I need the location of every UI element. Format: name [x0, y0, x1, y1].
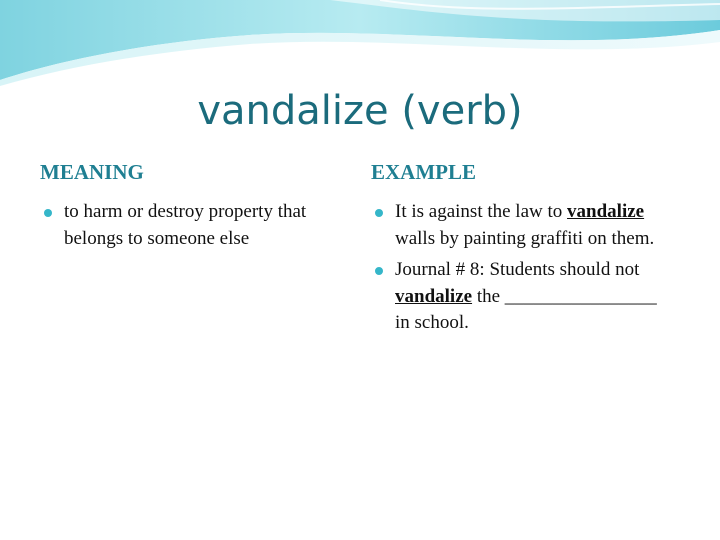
header-wave-decoration [0, 0, 720, 86]
example-heading: EXAMPLE [371, 160, 476, 184]
example-text-after: walls by painting graffiti on them. [395, 227, 655, 249]
example-item: Journal # 8: Students should not vandali… [375, 257, 675, 337]
vocab-word: vandalize [567, 201, 645, 222]
meaning-text: to harm or destroy property that belongs… [64, 201, 307, 249]
meaning-list: to harm or destroy property that belongs… [44, 199, 344, 257]
example-text-before: It is against the law to [395, 201, 568, 222]
slide-title: vandalize (verb) [197, 88, 523, 134]
bullet-icon [375, 209, 383, 217]
example-item: It is against the law to vandalize walls… [375, 199, 675, 252]
bullet-icon [44, 209, 52, 217]
example-text-after: the ________________ in school. [395, 285, 657, 334]
meaning-item: to harm or destroy property that belongs… [44, 199, 344, 252]
example-list: It is against the law to vandalize walls… [375, 199, 675, 342]
bullet-icon [375, 267, 383, 275]
meaning-heading: MEANING [40, 160, 144, 184]
example-text-before: Journal # 8: Students should not [395, 259, 640, 280]
vocab-word: vandalize [395, 285, 473, 307]
